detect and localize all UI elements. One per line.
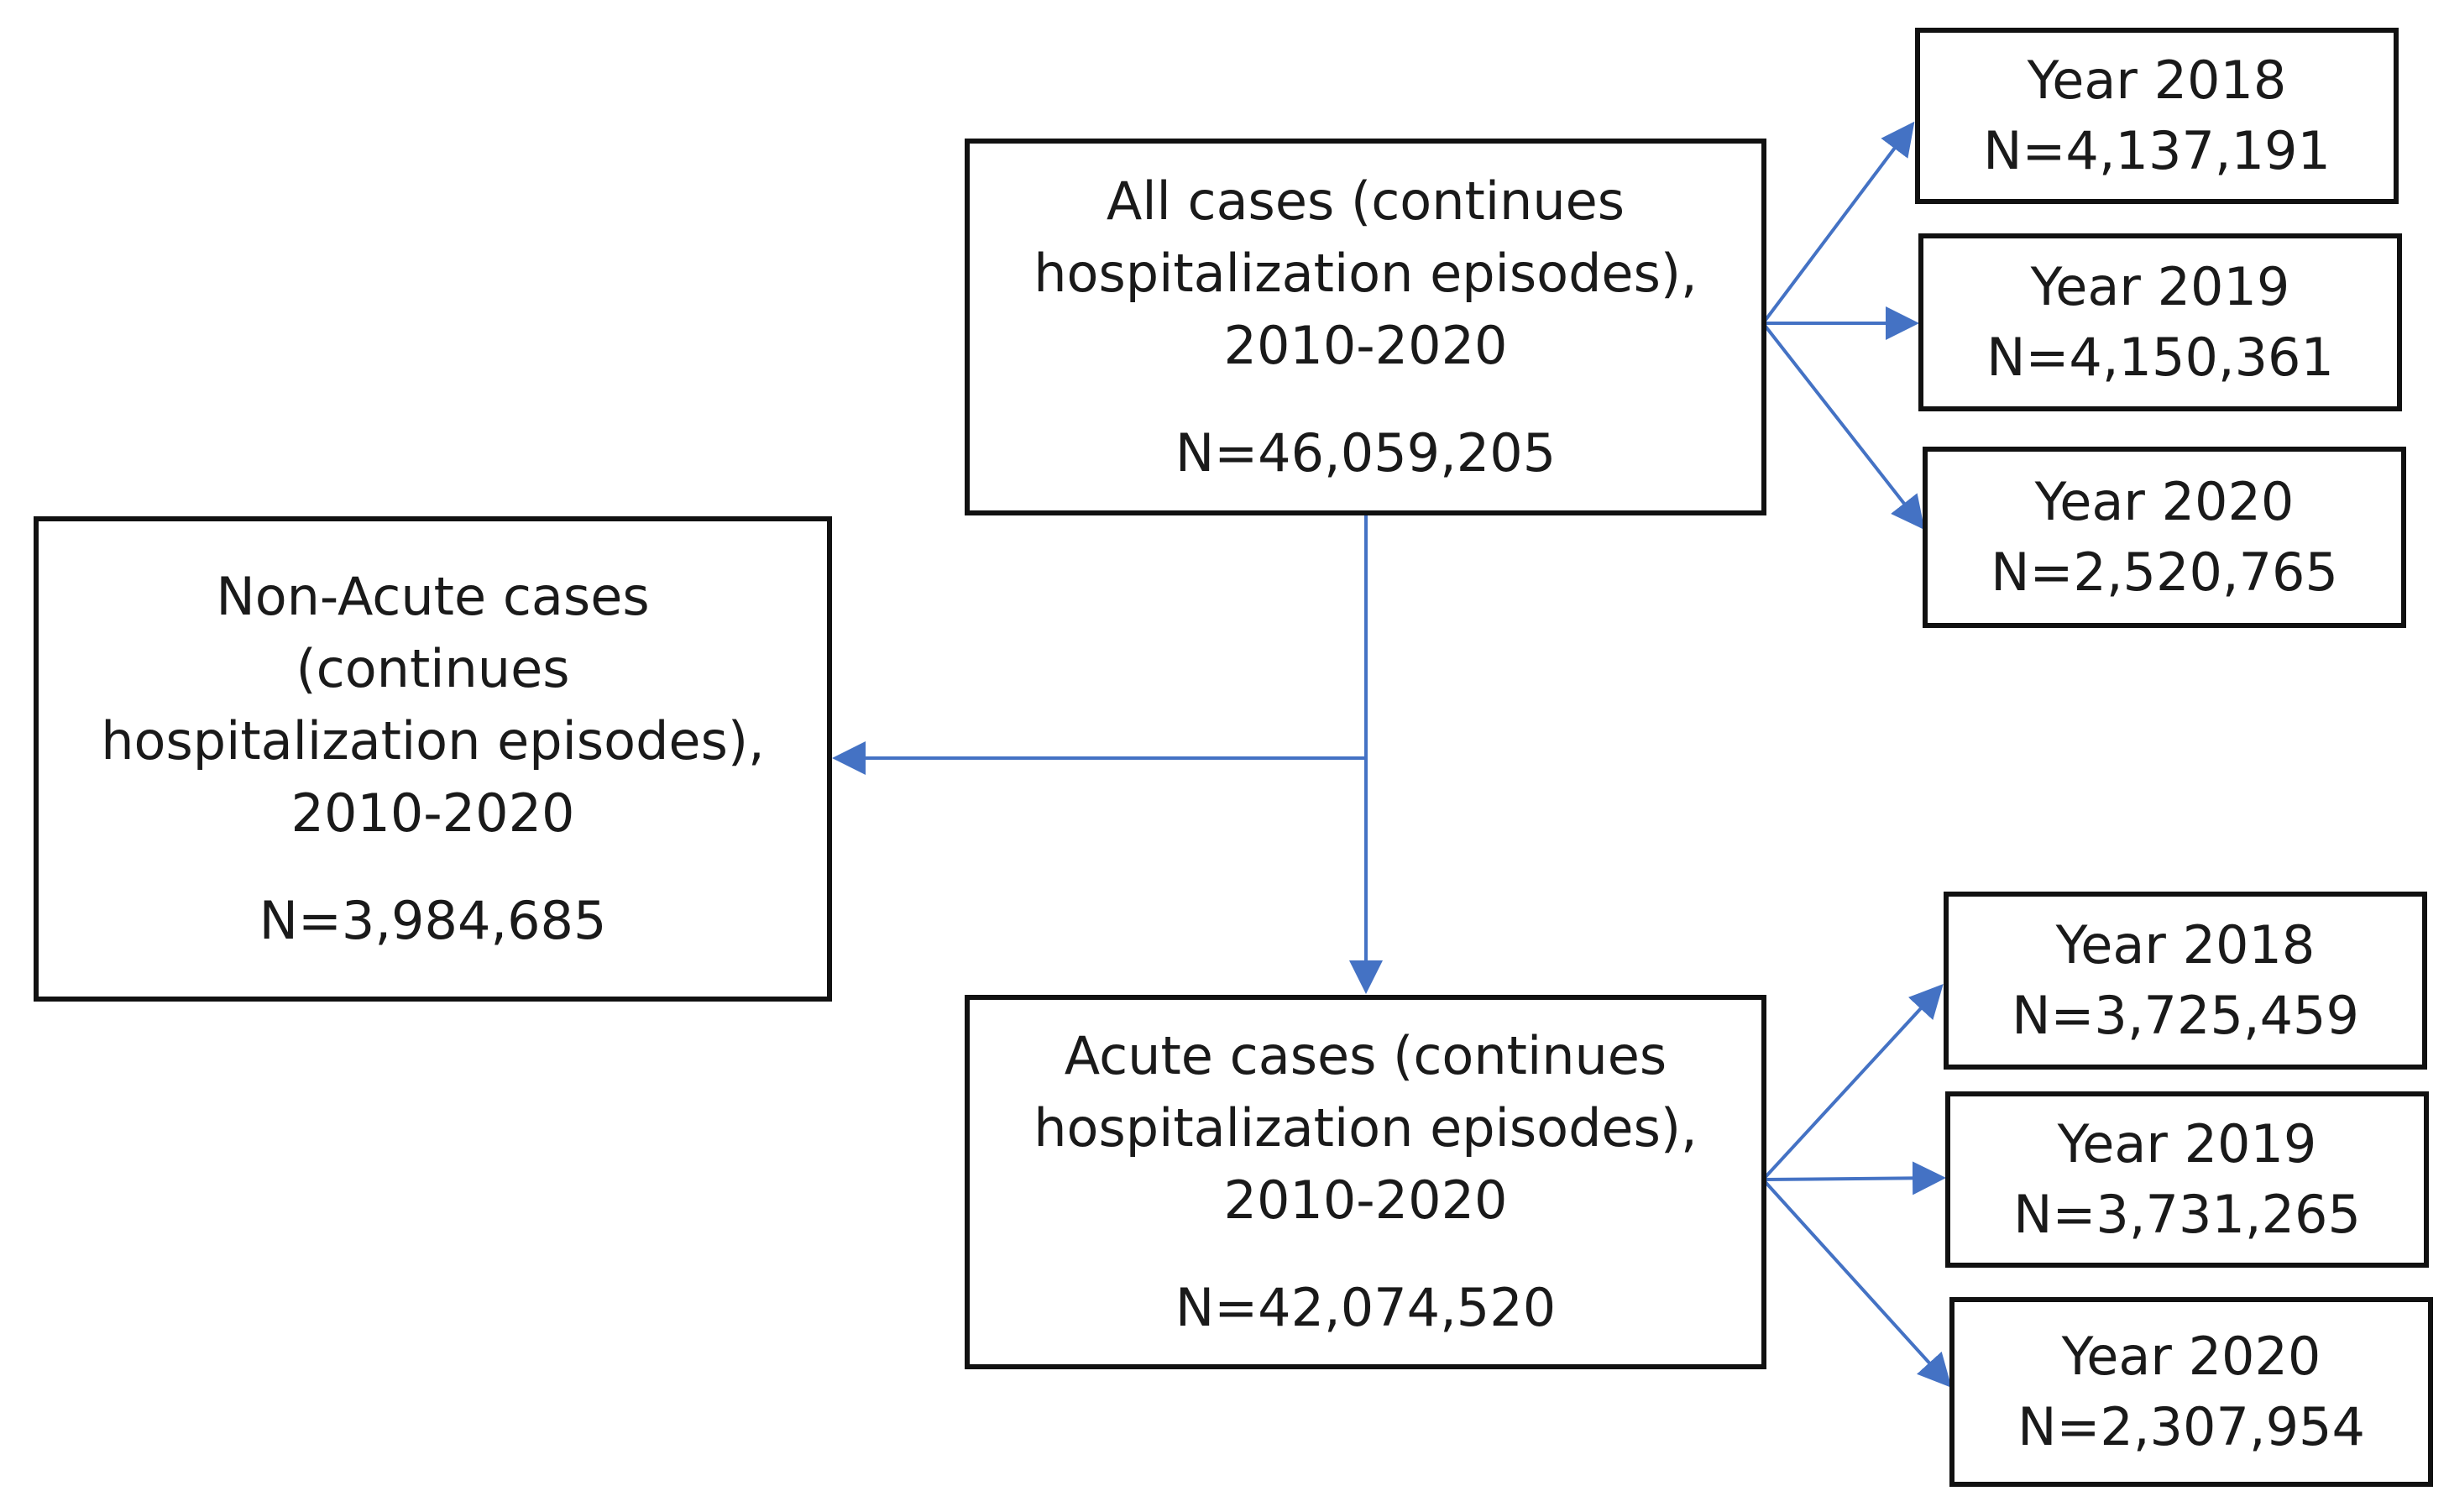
all-year-2020-box: Year 2020 N=2,520,765 <box>1923 447 2406 628</box>
acute-year-2018-count: N=3,725,459 <box>2012 985 2359 1046</box>
arrow-all-to-2020 <box>1761 322 1925 531</box>
all-year-2018-label: Year 2018 <box>2027 50 2287 111</box>
all-year-2018-box: Year 2018 N=4,137,191 <box>1915 28 2399 204</box>
all-year-2018-count: N=4,137,191 <box>1983 120 2331 181</box>
arrow-acute-to-2018 <box>1761 984 1944 1181</box>
acute-year-2018-box: Year 2018 N=3,725,459 <box>1944 892 2427 1070</box>
acute-box: Acute cases (continues hospitalization e… <box>965 995 1766 1369</box>
all-cases-line-1: All cases (continues <box>1106 170 1625 232</box>
acute-line-2: hospitalization episodes), <box>1033 1097 1698 1159</box>
all-year-2019-box: Year 2019 N=4,150,361 <box>1918 233 2402 411</box>
acute-count: N=42,074,520 <box>1175 1277 1557 1338</box>
acute-year-2020-count: N=2,307,954 <box>2017 1396 2365 1457</box>
arrow-all-to-2018 <box>1761 121 1915 325</box>
acute-year-2020-box: Year 2020 N=2,307,954 <box>1949 1297 2433 1487</box>
non-acute-line-1: Non-Acute cases <box>216 566 650 627</box>
all-year-2020-label: Year 2020 <box>2034 471 2295 532</box>
acute-line-1: Acute cases (continues <box>1064 1025 1667 1086</box>
non-acute-line-3: hospitalization episodes), <box>101 710 765 772</box>
all-cases-line-2: hospitalization episodes), <box>1033 242 1698 304</box>
all-cases-box: All cases (continues hospitalization epi… <box>965 139 1766 515</box>
all-year-2019-label: Year 2019 <box>2030 256 2290 317</box>
non-acute-box: Non-Acute cases (continues hospitalizati… <box>34 516 832 1002</box>
acute-year-2019-count: N=3,731,265 <box>2013 1184 2361 1245</box>
non-acute-count: N=3,984,685 <box>259 890 607 951</box>
non-acute-line-2: (continues <box>296 638 570 699</box>
all-cases-count: N=46,059,205 <box>1175 421 1557 484</box>
all-year-2019-count: N=4,150,361 <box>1986 327 2334 388</box>
acute-year-2018-label: Year 2018 <box>2055 914 2316 976</box>
all-cases-line-3: 2010-2020 <box>1223 314 1508 376</box>
all-year-2020-count: N=2,520,765 <box>1991 541 2338 603</box>
arrow-acute-to-2020 <box>1761 1178 1952 1388</box>
acute-line-3: 2010-2020 <box>1223 1169 1508 1231</box>
acute-year-2019-label: Year 2019 <box>2057 1113 2317 1175</box>
acute-year-2019-box: Year 2019 N=3,731,265 <box>1945 1091 2429 1268</box>
acute-year-2020-label: Year 2020 <box>2061 1326 2321 1387</box>
arrow-acute-to-2019 <box>1762 1161 1946 1195</box>
non-acute-line-4: 2010-2020 <box>290 782 575 844</box>
